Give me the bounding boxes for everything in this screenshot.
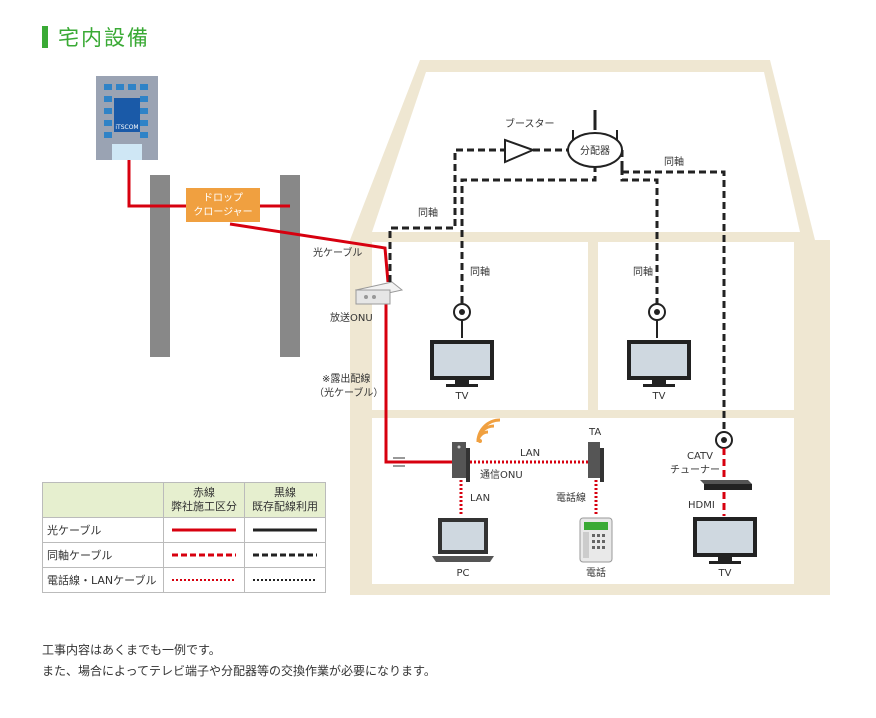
optical-cable-label: 光ケーブル — [313, 246, 362, 259]
legend-header-black: 黒線 既存配線利用 — [244, 482, 326, 518]
coax-label-room-left: 同軸 — [470, 265, 490, 278]
drop-closure-label-1: ドロップ — [203, 192, 243, 204]
phone-icon — [579, 517, 613, 563]
legend-black-dotted — [244, 567, 326, 593]
exposed-wiring-label-1: ※露出配線 — [322, 372, 370, 385]
title-accent-bar — [42, 26, 48, 48]
legend-label-phone-lan: 電話線・LANケーブル — [42, 567, 164, 593]
exposed-wiring-label-2: （光ケーブル） — [314, 386, 383, 399]
page-title: 宅内設備 — [58, 26, 150, 50]
coax-label-room-right: 同軸 — [633, 265, 653, 278]
pc-icon — [432, 518, 494, 562]
legend-label-optical: 光ケーブル — [42, 517, 164, 543]
tuner-label: チューナー — [670, 464, 720, 476]
legend-black-solid — [244, 517, 326, 543]
legend-header-red: 赤線 弊社施工区分 — [163, 482, 245, 518]
comm-onu-device — [452, 442, 470, 482]
legend-red-dashed — [163, 542, 245, 568]
building-logo: iTSCOM — [115, 124, 138, 131]
coax-cable-black — [388, 148, 726, 430]
coax-label-attic-right: 同軸 — [664, 155, 684, 168]
drop-closure-label-2: クロージャー — [193, 206, 252, 218]
utility-pole-right — [280, 175, 300, 357]
legend-header-red-title: 赤線 — [193, 486, 215, 499]
legend-header-empty — [42, 482, 164, 518]
tv-bottom-icon — [693, 517, 757, 564]
pc-label: PC — [456, 568, 469, 579]
note-line-2: また、場合によってテレビ端子や分配器等の交換作業が必要になります。 — [42, 664, 436, 678]
legend-header-black-sub: 既存配線利用 — [252, 500, 318, 513]
legend-row-optical: 光ケーブル — [42, 517, 326, 543]
legend-table: 赤線 弊社施工区分 黒線 既存配線利用 光ケーブル 同軸ケーブル 電話線・LAN… — [42, 482, 326, 593]
lan-pc-label: LAN — [470, 493, 490, 504]
phone-label: 電話 — [586, 566, 606, 579]
tv-right-icon — [627, 340, 691, 387]
catv-label: CATV — [687, 451, 713, 462]
legend-row-phone-lan: 電話線・LANケーブル — [42, 567, 326, 593]
legend-black-dashed — [244, 542, 326, 568]
tv-outlet-left — [453, 303, 471, 338]
booster-icon — [504, 138, 536, 164]
ta-device — [588, 442, 604, 482]
phone-line-label: 電話線 — [556, 491, 586, 504]
legend-label-coax: 同軸ケーブル — [42, 542, 164, 568]
legend-header-black-title: 黒線 — [274, 486, 296, 499]
splitter-icon — [567, 110, 623, 168]
utility-pole-left — [150, 175, 170, 357]
tv-left-label: TV — [455, 391, 469, 402]
legend-red-solid — [163, 517, 245, 543]
legend-header-red-sub: 弊社施工区分 — [171, 500, 237, 513]
tv-outlet-right — [648, 303, 666, 338]
ta-label: TA — [588, 427, 601, 438]
legend-red-dotted — [163, 567, 245, 593]
comm-onu-label: 通信ONU — [480, 469, 523, 481]
tv-left-icon — [430, 340, 494, 387]
catv-tuner-icon — [700, 480, 752, 490]
legend-row-coax: 同軸ケーブル — [42, 542, 326, 568]
tv-bottom-label: TV — [718, 568, 732, 579]
broadcast-onu-label: 放送ONU — [330, 311, 373, 324]
note-line-1: 工事内容はあくまでも一例です。 — [42, 643, 221, 657]
catv-outlet — [715, 431, 733, 449]
splitter-label: 分配器 — [580, 145, 610, 157]
booster-label: ブースター — [505, 117, 555, 130]
lan-phone-cable-red — [459, 460, 598, 516]
hdmi-label: HDMI — [688, 500, 715, 511]
office-building: iTSCOM — [96, 76, 158, 160]
lan-top-label: LAN — [520, 448, 540, 459]
notes: 工事内容はあくまでも一例です。 また、場合によってテレビ端子や分配器等の交換作業… — [42, 640, 436, 682]
broadcast-onu-device — [354, 281, 404, 305]
tv-right-label: TV — [652, 391, 666, 402]
coax-label-attic-left: 同軸 — [418, 206, 438, 219]
drop-closure — [186, 188, 260, 222]
wifi-icon — [476, 418, 501, 443]
